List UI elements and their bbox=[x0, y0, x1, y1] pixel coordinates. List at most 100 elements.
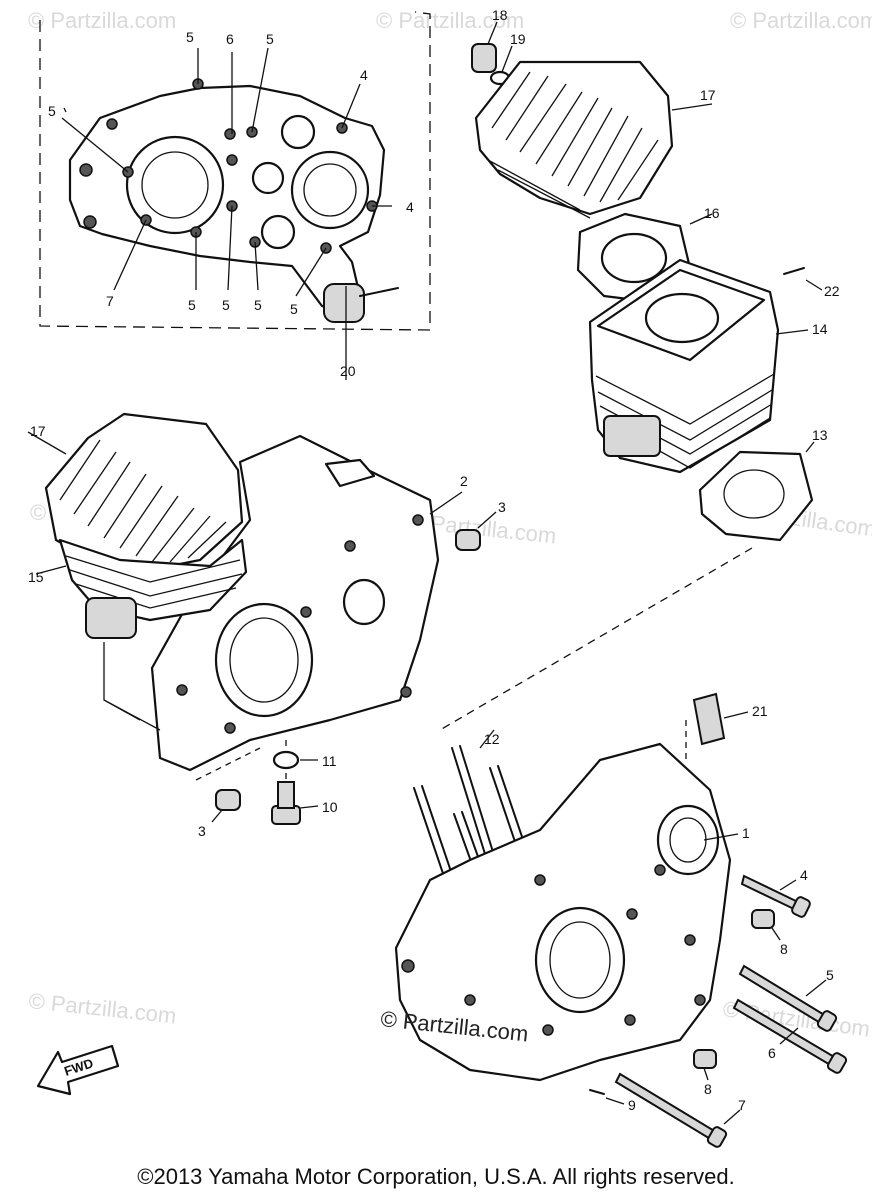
leader-7 bbox=[723, 1109, 741, 1125]
callout-8a: 8 bbox=[780, 941, 788, 957]
callout-18: 18 bbox=[492, 7, 508, 23]
inset-crankcase-bolt-layout: 5 6 5 4 5 4 7 5 5 5 5 bbox=[39, 11, 431, 331]
inset-callout-5a: 5 bbox=[186, 29, 194, 45]
crankcase-1-upper-bore bbox=[656, 804, 720, 876]
inset-crank-bore-inner bbox=[303, 163, 357, 217]
callout-17-top: 17 bbox=[700, 87, 716, 103]
pin-22 bbox=[783, 267, 805, 275]
inset-callout-4b: 4 bbox=[406, 199, 414, 215]
pin-9 bbox=[589, 1089, 605, 1095]
callout-3b: 3 bbox=[198, 823, 206, 839]
watermark-top-left: © Partzilla.com bbox=[28, 8, 176, 33]
bolt-7-head bbox=[706, 1126, 728, 1148]
leader-15 bbox=[35, 565, 67, 575]
callout-9: 9 bbox=[628, 1097, 636, 1113]
plug-20-shaft bbox=[359, 287, 399, 297]
inset-callout-6: 6 bbox=[226, 31, 234, 47]
leader-21 bbox=[723, 711, 749, 719]
leader-13 bbox=[805, 441, 815, 453]
cylinder-14-bore bbox=[644, 292, 720, 344]
inset-callout-5d: 5 bbox=[188, 297, 196, 313]
cylinder-head-assembly: 18 19 17 16 22 14 13 bbox=[439, 7, 840, 731]
leader-5 bbox=[805, 979, 827, 997]
dowel-3a bbox=[455, 529, 481, 551]
callout-21: 21 bbox=[752, 703, 768, 719]
crankcase-1-bolt-holes bbox=[401, 864, 706, 1036]
leader-4 bbox=[779, 879, 797, 891]
callout-5: 5 bbox=[826, 967, 834, 983]
inset-callout-5e: 5 bbox=[222, 297, 230, 313]
bolt-4-head bbox=[791, 896, 811, 918]
leader-3a bbox=[477, 511, 497, 529]
assembly-dash-line bbox=[439, 547, 753, 731]
cylinder-14-intake bbox=[603, 415, 661, 457]
callout-7: 7 bbox=[738, 1097, 746, 1113]
crankcase-2-small-bore bbox=[342, 578, 386, 626]
inset-callout-5f: 5 bbox=[254, 297, 262, 313]
leader-10 bbox=[299, 805, 319, 809]
head-17-left-fins bbox=[59, 439, 227, 563]
callout-17-left: 17 bbox=[30, 423, 46, 439]
leader-12 bbox=[479, 729, 495, 749]
cover-21 bbox=[692, 692, 726, 746]
plug-20 bbox=[323, 283, 365, 323]
inset-crank-bore bbox=[290, 150, 370, 230]
inset-leader-lines bbox=[61, 47, 392, 297]
leader-1 bbox=[703, 833, 739, 841]
bolt-10-shank bbox=[277, 781, 295, 809]
gasket-16-bore bbox=[600, 232, 668, 284]
leader-3b bbox=[211, 809, 223, 823]
callout-12: 12 bbox=[484, 731, 500, 747]
inset-callout-5g: 5 bbox=[290, 301, 298, 317]
inset-callout-5c: 5 bbox=[48, 103, 56, 119]
callout-4: 4 bbox=[800, 867, 808, 883]
crankcase-2-bolt-holes bbox=[176, 514, 424, 734]
leader-14 bbox=[775, 329, 809, 335]
head-17-fins bbox=[487, 71, 659, 219]
inset-callout-4a: 4 bbox=[360, 67, 368, 83]
dowel-3b bbox=[215, 789, 241, 811]
dowel-8b bbox=[693, 1049, 717, 1069]
leader-8a bbox=[771, 927, 781, 941]
leader-8b bbox=[703, 1067, 709, 1081]
leader-17-left bbox=[27, 431, 67, 455]
inset-callout-5b: 5 bbox=[266, 31, 274, 47]
watermark-top-right: © Partzilla.com bbox=[730, 8, 872, 33]
crankcase-2-main-bore-inner bbox=[229, 617, 299, 703]
plug-18 bbox=[471, 43, 497, 73]
callout-20: 20 bbox=[340, 363, 356, 379]
leader-6 bbox=[779, 1027, 799, 1045]
leader-2 bbox=[429, 491, 463, 515]
inset-small-bore bbox=[251, 161, 285, 195]
crankcase-1-main-bore-inner bbox=[549, 921, 611, 999]
watermark-top-center: © Partzilla.com bbox=[376, 8, 524, 33]
callout-15: 15 bbox=[28, 569, 44, 585]
left-crankcase-assembly: 20 2 17 15 3 bbox=[27, 283, 506, 839]
watermark-bottom-left: © Partzilla.com bbox=[27, 988, 177, 1028]
leader-18-19 bbox=[487, 21, 513, 73]
callout-10: 10 bbox=[322, 799, 338, 815]
callout-1: 1 bbox=[742, 825, 750, 841]
callout-11: 11 bbox=[322, 753, 337, 769]
leader-9 bbox=[605, 1097, 625, 1105]
callout-22: 22 bbox=[824, 283, 840, 299]
inset-callout-7: 7 bbox=[106, 293, 114, 309]
base-gasket-13 bbox=[698, 450, 814, 542]
inset-cylinder-bore-inner bbox=[141, 151, 209, 219]
cylinder-15-fins bbox=[65, 555, 243, 609]
inset-shaft-bore bbox=[260, 214, 296, 250]
fwd-arrow-shape bbox=[36, 1044, 120, 1096]
callout-14: 14 bbox=[812, 321, 828, 337]
crankcase-2-bottom-outline bbox=[103, 642, 161, 731]
callout-6: 6 bbox=[768, 1045, 776, 1061]
inset-dashed-border bbox=[39, 11, 431, 331]
inset-cylinder-bore bbox=[125, 135, 225, 235]
callout-2: 2 bbox=[460, 473, 468, 489]
crankcase-2-main-bore bbox=[214, 602, 314, 718]
crankcase-2-boss bbox=[324, 458, 376, 488]
callout-3a: 3 bbox=[498, 499, 506, 515]
leader-17-top bbox=[671, 103, 713, 111]
dowel-axis-dash bbox=[195, 747, 261, 781]
bolt-4 bbox=[740, 874, 800, 912]
gasket-13-hole bbox=[723, 469, 785, 519]
